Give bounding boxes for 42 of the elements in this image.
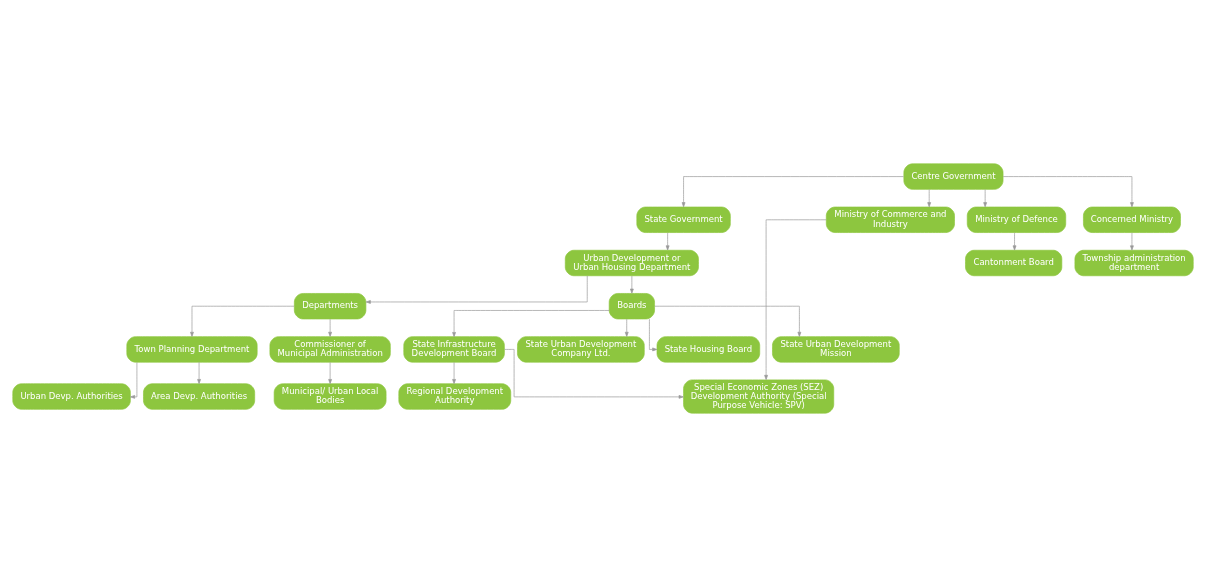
node-box: Urban Development or Urban Housing Department [564,249,699,277]
arrow [1130,232,1134,251]
arrow [504,349,684,399]
node-box: Ministry of Defence [966,206,1067,233]
node-box: State Urban Development Mission [772,336,900,363]
node-box: Commissioner of Municipal Administration [269,336,391,363]
arrow [1002,176,1134,208]
arrow [630,275,634,294]
arrow [681,176,904,208]
node-box: State Urban Development Company Ltd. [517,336,645,363]
node-box: Municipal/ Urban Local Bodies [273,383,387,410]
node-box: Ministry of Commerce and Industry [825,206,955,233]
node-box: State Infrastructure Development Board [403,336,505,363]
arrow [649,318,658,352]
node-box: State Government [636,206,731,233]
arrow [624,318,629,337]
arrow [452,310,610,337]
arrow [983,189,987,208]
arrow [328,361,332,384]
node-box: State Housing Board [656,336,761,363]
node-box: Concerned Ministry [1083,206,1181,233]
arrow [665,232,670,251]
node-box: Area Devp. Authorities [143,383,256,410]
node-box: Boards [608,293,655,320]
arrow [197,361,201,384]
arrow [452,361,456,384]
arrow [365,275,588,304]
arrow [130,362,138,399]
node-box: Centre Government [903,163,1004,190]
node-box: Cantonment Board [965,249,1063,277]
node-box: Township administration department [1074,249,1194,277]
node-box: Departments [294,293,367,320]
arrow [190,305,295,337]
node-box: Urban Devp. Authorities [12,383,131,410]
arrow [764,219,827,380]
arrow [1012,232,1017,251]
node-box: Special Economic Zones (SEZ) Development Authority (Special Purpose Vehicle: SPV) [683,379,835,414]
arrow [654,305,802,337]
node-box: Town Planning Department [126,336,258,363]
node-box: Regional Development Authority [398,383,512,410]
arrow [927,189,932,208]
arrow [328,318,332,337]
